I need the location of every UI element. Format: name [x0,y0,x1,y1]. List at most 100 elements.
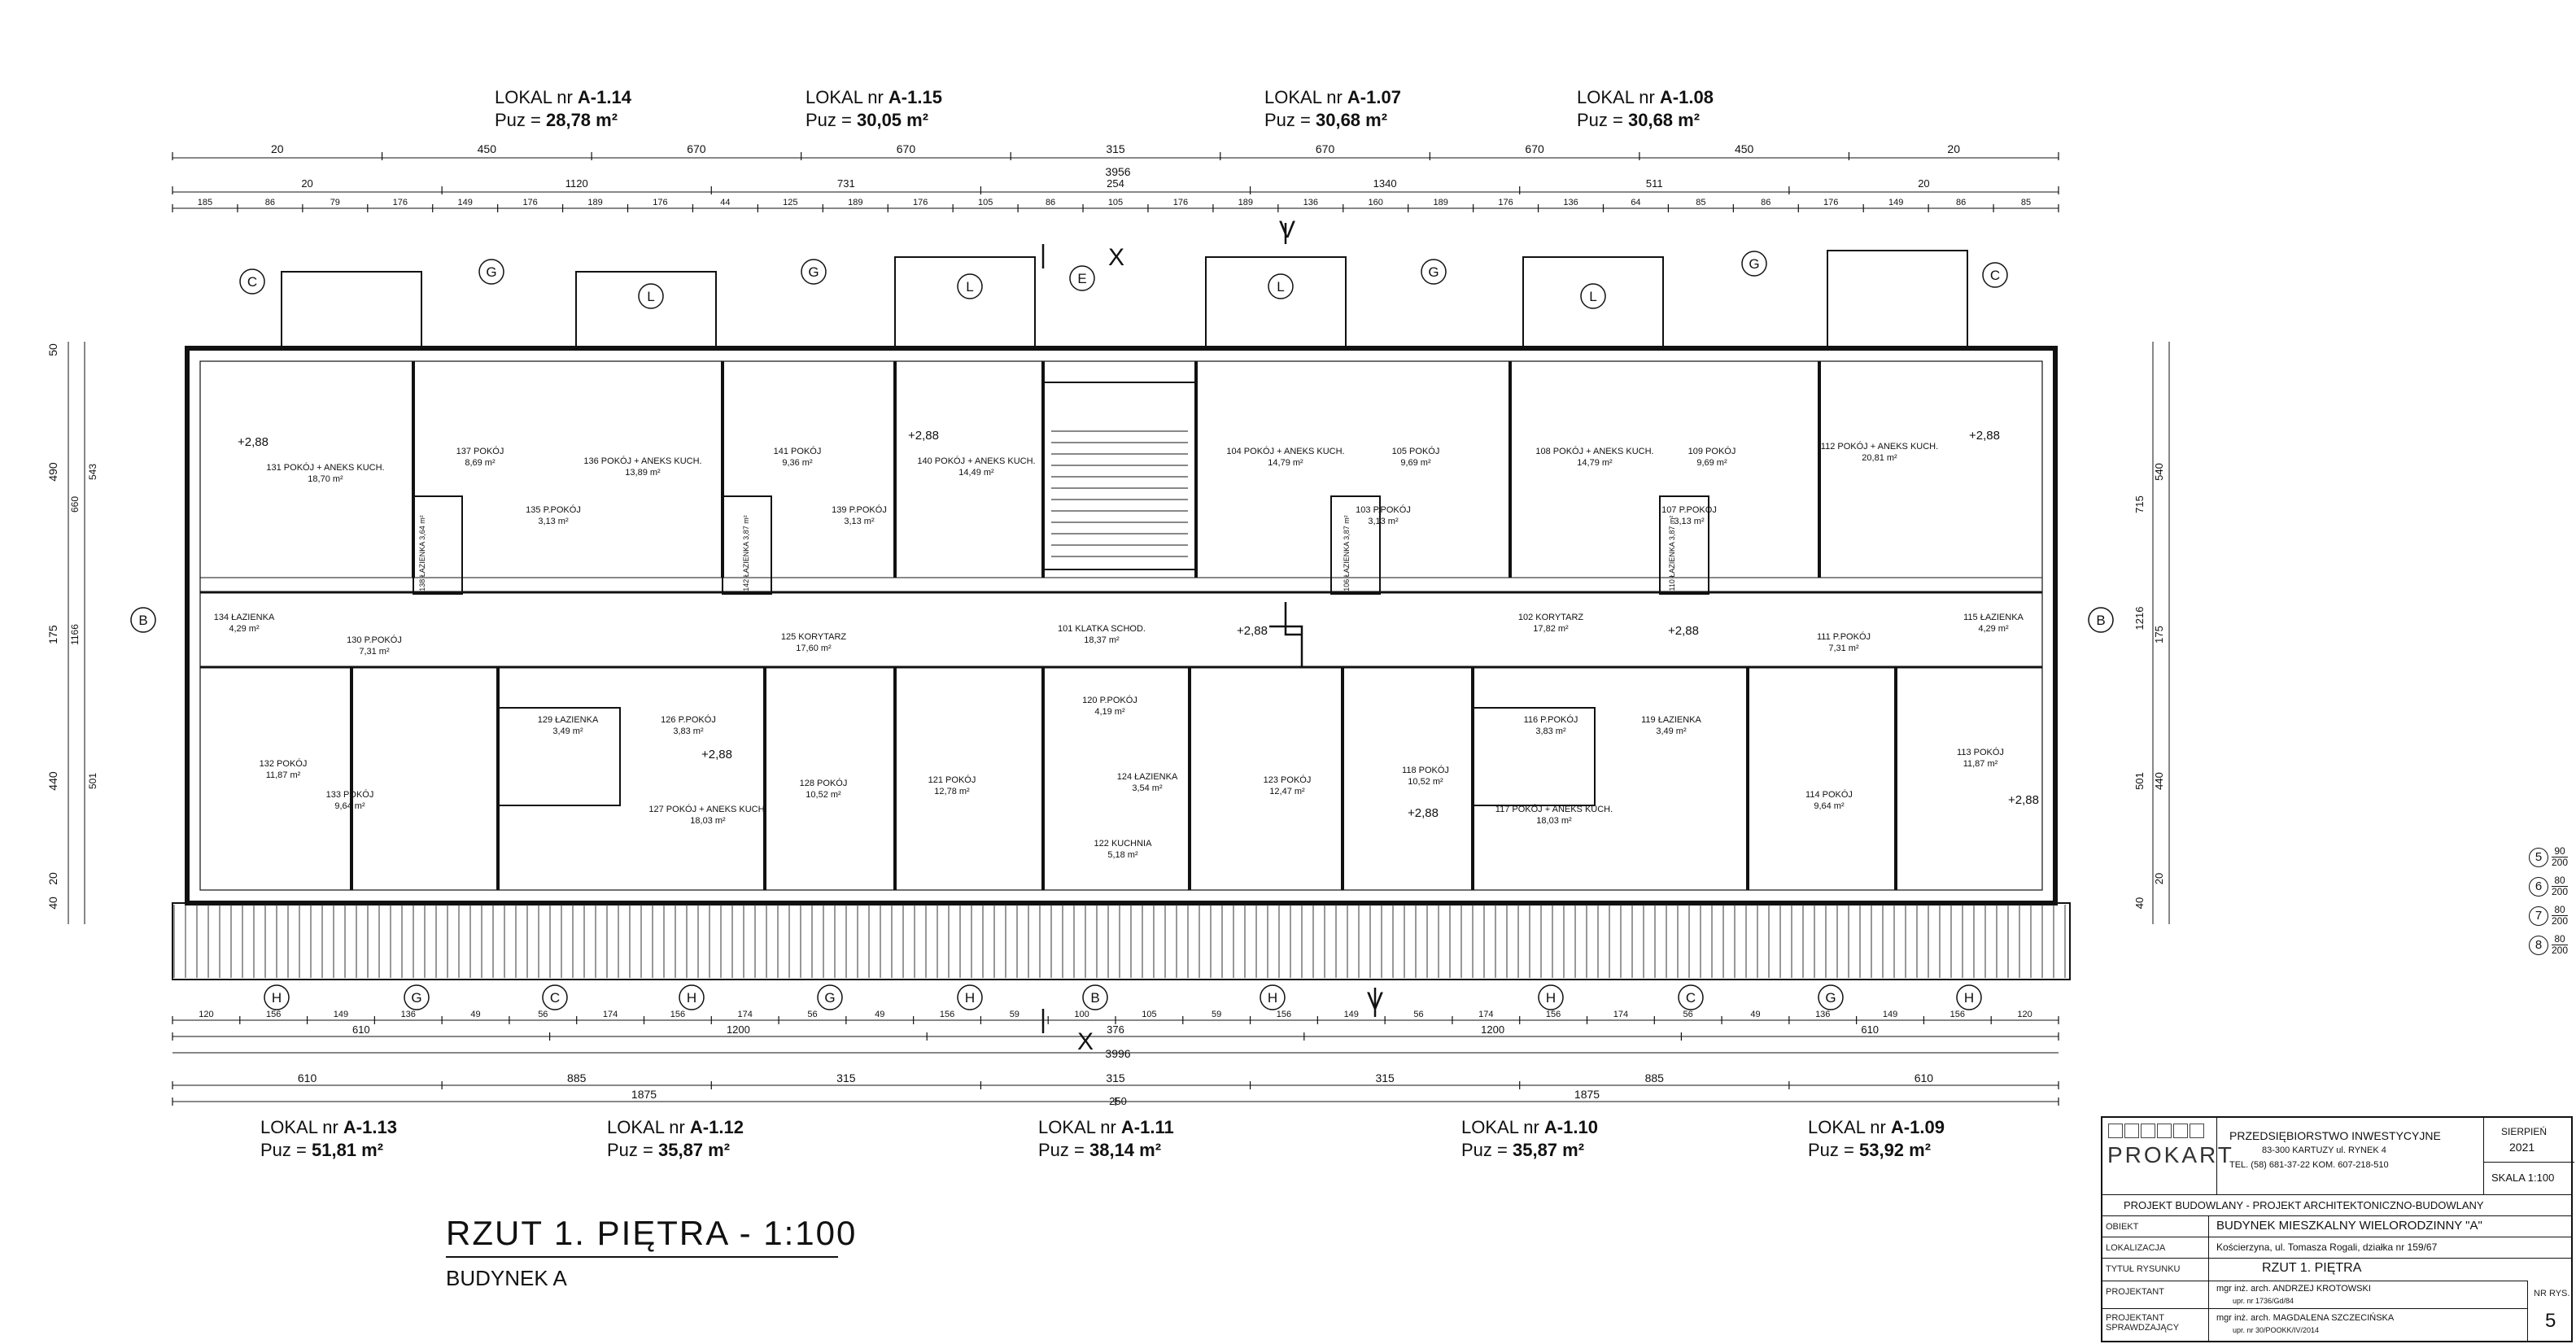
dim-bottom-row1: 100 [1074,1010,1089,1019]
room-137-name: 137 POKÓJ [456,446,504,456]
dim-top-row3: 44 [720,198,730,207]
dim-top-row2: 20 [301,177,312,190]
room-102-area: 17,82 m² [1533,624,1569,634]
dim-bottom-row1: 174 [1478,1010,1493,1019]
dim-top-row3: 136 [1563,198,1578,207]
title-underline [446,1256,838,1258]
dim-bottom-row3: 610 [298,1071,317,1084]
axis-bottom-g: G [1818,984,1844,1010]
dim-right: 540 [2153,463,2165,481]
room-108-area: 14,79 m² [1577,458,1613,468]
room-101-area: 18,37 m² [1084,635,1120,645]
sprawdzajacy-license: upr. nr 30/POOKK/IV/2014 [2233,1326,2320,1334]
balcony-top-3 [894,256,1036,349]
room-113-name: 113 POKÓJ [1957,747,2004,757]
room-141-name: 141 POKÓJ [774,446,822,456]
room-130-area: 7,31 m² [359,647,390,657]
dim-bottom-row1: 156 [670,1010,685,1019]
axis-bottom-g-label: G [824,990,835,1006]
dim-left: 50 [46,343,59,356]
room-106: 106 ŁAZIENKA 3,87 m² [1343,515,1351,591]
axis-bottom-h-label: H [1546,990,1556,1006]
dim-bottom-row2: 610 [1861,1023,1879,1036]
axis-top-l-label: L [647,289,654,304]
title-block: PROKART PRZEDSIĘBIORSTWO INWESTYCYJNE 83… [2101,1116,2574,1342]
dim-top-row3: 189 [587,198,602,207]
dim-bottom-row1: 156 [1546,1010,1561,1019]
dim-left-inner: 1166 [69,624,81,645]
dim-bottom-row1: 149 [1883,1010,1897,1019]
axis-right-b-label: B [2096,613,2105,628]
axis-top-e-label: E [1077,271,1086,286]
dim-bottom-row4: 1875 [631,1088,657,1101]
axis-bottom-g: G [404,984,430,1010]
room-121-area: 12,78 m² [934,787,970,796]
room-116-name: 116 P.POKÓJ [1524,714,1578,725]
room-110: 110 ŁAZIENKA 3,87 m² [1668,516,1676,591]
projektant-value: mgr inż. arch. ANDRZEJ KROTOWSKI [2216,1284,2371,1294]
room-104-name: 104 POKÓJ + ANEKS KUCH. [1226,446,1344,456]
axis-top-e: E [1069,265,1095,291]
level-mark: +2,88 [238,435,269,449]
room-112-name: 112 POKÓJ + ANEKS KUCH. [1821,441,1938,452]
room-115-area: 4,29 m² [1978,624,2009,634]
balcony-top-6 [1827,250,1968,349]
axis-top-c-label: C [247,274,257,290]
dim-top-row3: 176 [913,198,928,207]
axis-top-l-label: L [966,279,973,295]
drawing-title: RZUT 1. PIĘTRA - 1:100 [446,1214,858,1252]
room-107-area: 3,13 m² [1674,517,1705,526]
dim-top-row1: 670 [1525,142,1544,155]
room-105-name: 105 POKÓJ [1392,446,1440,456]
room-126-name: 126 P.POKÓJ [661,714,716,725]
lokal-label-top-4: LOKAL nr A-1.08 Puz = 30,68 m² [1577,87,1714,130]
section-mark-v-bottom: V [1367,988,1383,1015]
tytul-value: RZUT 1. PIĘTRA [2262,1261,2362,1275]
room-141-area: 9,36 m² [782,458,813,468]
room-119-name: 119 ŁAZIENKA [1641,715,1701,725]
axis-bottom-h: H [1260,984,1286,1010]
room-118-name: 118 POKÓJ [1402,765,1449,775]
dim-top-row2: 1340 [1373,177,1397,190]
dim-left: 175 [46,625,59,644]
axis-bottom-h: H [264,984,290,1010]
dim-right: 20 [2153,873,2165,884]
room-109-name: 109 POKÓJ [1688,446,1736,456]
dim-top-row1: 450 [1735,142,1754,155]
room-104-area: 14,79 m² [1268,458,1303,468]
room-117-area: 18,03 m² [1536,816,1572,826]
level-mark: +2,88 [701,748,732,761]
dim-bottom-row1: 120 [199,1010,213,1019]
dim-bottom-row2: 376 [1107,1023,1124,1036]
room-111-area: 7,31 m² [1828,644,1859,653]
room-139-area: 3,13 m² [844,517,875,526]
room-125-area: 17,60 m² [796,644,832,653]
room-135-area: 3,13 m² [538,517,569,526]
balcony-strip-bottom [172,902,2071,980]
room-131-name: 131 POKÓJ + ANEKS KUCH. [266,462,384,473]
lokal-label-top-2: LOKAL nr A-1.15 Puz = 30,05 m² [806,87,942,130]
axis-top-c-label: C [1990,268,2000,283]
room-124-area: 3,54 m² [1132,783,1163,793]
room-113-area: 11,87 m² [1963,759,1998,769]
dim-bottom-mid: 250 [1109,1095,1127,1107]
axis-top-l: L [1268,273,1294,299]
dim-top-row3: 86 [265,198,275,207]
room-133-name: 133 POKÓJ [326,789,374,800]
room-140-name: 140 POKÓJ + ANEKS KUCH. [917,456,1035,466]
dim-top-row1: 20 [1947,142,1960,155]
dim-top-row1: 20 [271,142,284,155]
dim-bottom-row1: 174 [603,1010,618,1019]
tytul-label: TYTUŁ RYSUNKU [2106,1264,2181,1274]
level-mark: +2,88 [908,429,939,443]
dim-top-row3: 176 [653,198,667,207]
room-114-name: 114 POKÓJ [1805,789,1853,800]
section-mark-x-top: X [1108,244,1124,271]
room-140-area: 14,49 m² [958,468,994,478]
balcony-top-4 [1205,256,1347,349]
projektant-license: upr. nr 1736/Gd/84 [2233,1297,2294,1305]
axis-bottom-h: H [679,984,705,1010]
room-105-area: 9,69 m² [1400,458,1431,468]
projektant-label: PROJEKTANT [2106,1287,2164,1297]
